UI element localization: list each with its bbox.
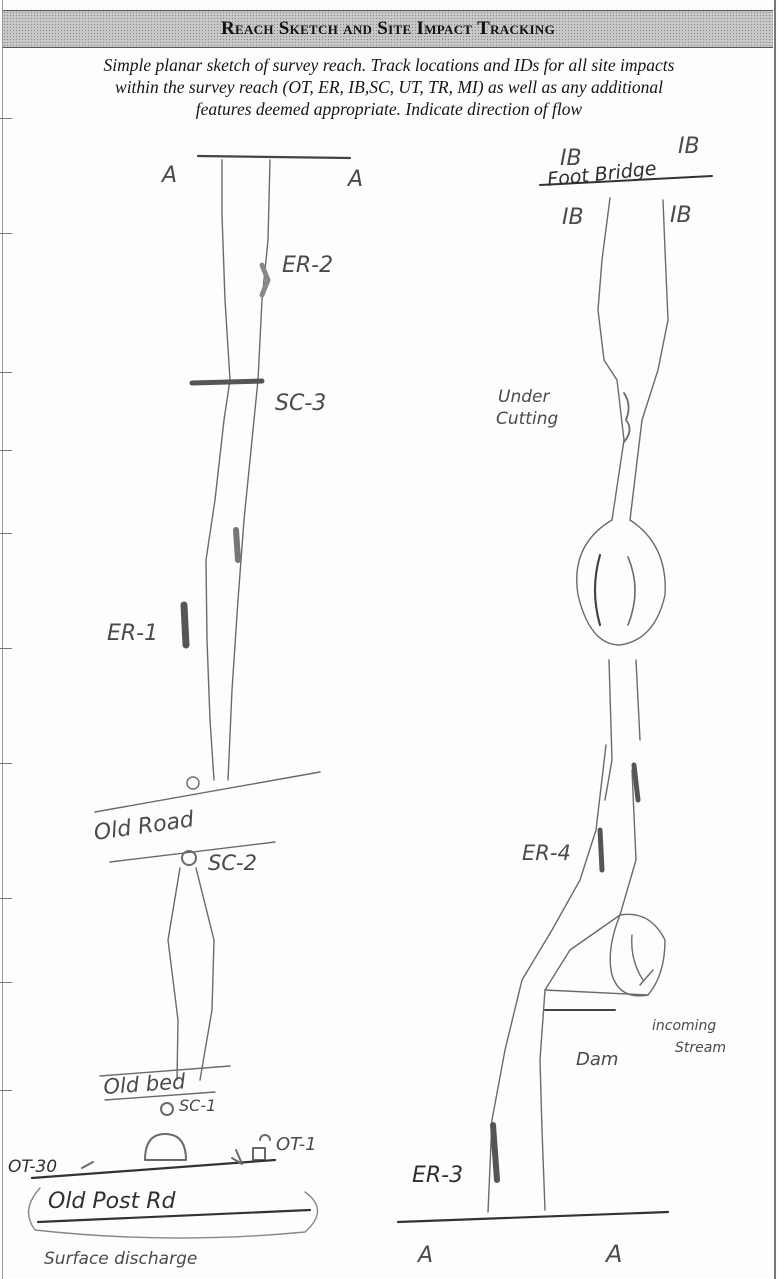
lower-right-stream-left-bank	[488, 745, 606, 1212]
label-undercutting-1: Under	[498, 387, 550, 407]
cross-section-line-top	[198, 156, 350, 158]
left-stream-right-bank	[228, 160, 270, 780]
er4-right-mark	[634, 765, 638, 800]
label-a-bottom-right: A	[604, 1240, 622, 1268]
lower-left-stream-right-bank	[196, 868, 214, 1080]
label-er1: ER-1	[107, 621, 158, 646]
sc3-mark	[192, 381, 262, 383]
ot1-dot-icon	[260, 1135, 270, 1140]
undercutting-bracket	[624, 393, 630, 442]
label-sc2: SC-2	[208, 851, 257, 875]
label-ot30: OT-30	[8, 1157, 57, 1177]
dam-line	[545, 990, 648, 995]
mid-right-stream-bank-b	[636, 660, 640, 740]
pool-outer	[577, 520, 665, 645]
old-road-culvert-icon	[187, 777, 199, 789]
sc1-circle-icon	[161, 1103, 173, 1115]
ot-outlet-icon	[145, 1134, 186, 1160]
label-surface-discharge: Surface discharge	[44, 1249, 197, 1269]
label-a-top-left: A	[160, 163, 177, 188]
label-ot1: OT-1	[276, 1134, 317, 1155]
label-er2: ER-2	[282, 253, 333, 278]
label-er4: ER-4	[522, 841, 571, 865]
label-a-bottom-left: A	[416, 1243, 433, 1268]
label-sc3: SC-3	[275, 391, 326, 416]
label-sc1: SC-1	[179, 1096, 216, 1115]
er4-left-mark	[600, 830, 602, 870]
ot1-box-icon	[253, 1148, 265, 1160]
label-incoming-1: incoming	[652, 1018, 716, 1034]
mid-right-stream-bank	[605, 660, 612, 800]
label-undercutting-2: Cutting	[496, 409, 558, 429]
label-ib-mid-right: IB	[670, 203, 692, 228]
ot1-arrow	[232, 1150, 242, 1164]
label-incoming-2: Stream	[675, 1040, 726, 1056]
old-road-line-upper	[95, 772, 320, 812]
label-ib-mid-left: IB	[562, 205, 584, 230]
er1-right-mark	[236, 530, 238, 560]
er3-mark	[493, 1125, 497, 1180]
er1-left-mark	[184, 605, 186, 645]
label-er3: ER-3	[412, 1163, 463, 1188]
er2-mark	[262, 265, 268, 295]
left-stream-left-bank	[206, 160, 230, 780]
right-stream-right-bank	[630, 200, 668, 520]
label-old-post-rd: Old Post Rd	[48, 1189, 176, 1214]
right-stream-left-bank	[598, 198, 624, 520]
label-ib-top-right: IB	[678, 134, 700, 159]
incoming-stream-inner	[632, 935, 643, 980]
lower-left-stream-left-bank	[168, 868, 180, 1080]
label-old-road: Old Road	[92, 807, 196, 846]
pool-inner-left	[595, 555, 600, 625]
cross-section-line-bottom	[398, 1212, 668, 1222]
label-a-top-right: A	[346, 167, 363, 192]
pool-inner-right	[628, 557, 635, 625]
ot30-arrow	[82, 1162, 93, 1168]
incoming-stream-loop	[610, 914, 665, 996]
label-dam: Dam	[576, 1049, 618, 1070]
